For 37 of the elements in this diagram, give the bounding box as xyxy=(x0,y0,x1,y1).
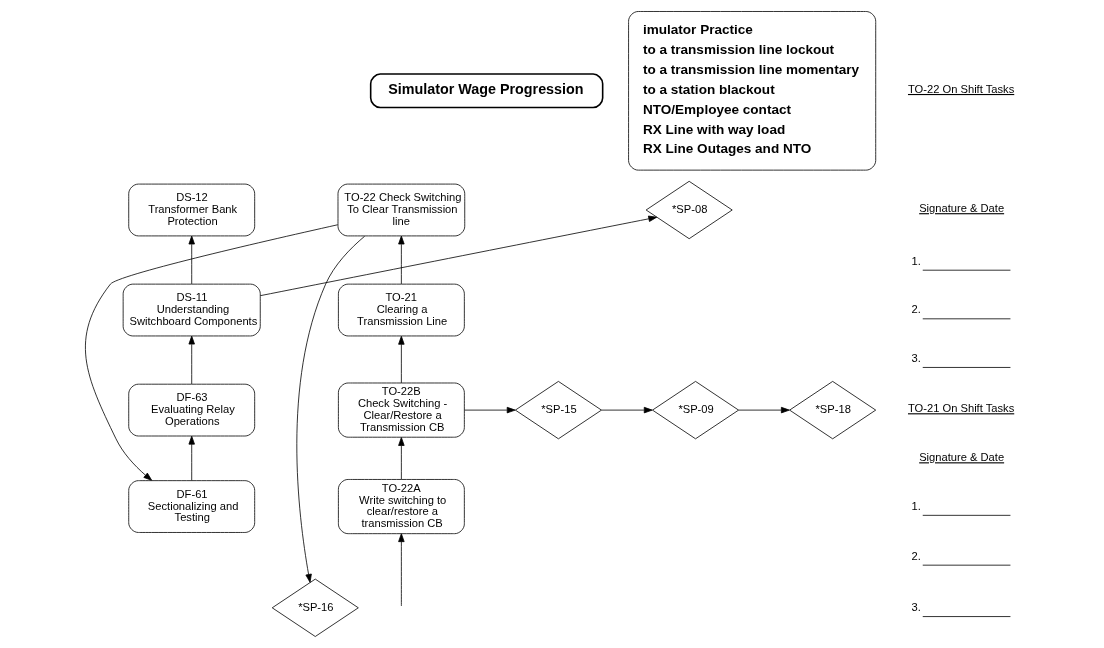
node-box: imulator Practice to a transmission line lockout to a transmission line momentary to a station blackout NTO/Employee contact RX Line with way load RX Line Outages and NTO xyxy=(628,11,877,171)
arrow xyxy=(601,406,653,414)
node-box: DF-63 Evaluating Relay Operations xyxy=(128,383,256,437)
node-box: TO-22A Write switching to clear/restore a transmission CB xyxy=(338,479,465,535)
label: 3. xyxy=(911,601,921,614)
node-box: TO-21 Clearing a Transmission Line xyxy=(338,283,465,337)
node-box: TO-22 Check Switching To Clear Transmission line xyxy=(337,183,466,237)
node-diamond: *SP-16 xyxy=(271,578,359,637)
arrow xyxy=(188,235,195,285)
node-box: TO-22B Check Switching - Clear/Restore a Transmission CB xyxy=(338,382,465,438)
arrow xyxy=(188,435,195,481)
arrow xyxy=(398,533,405,607)
label: Signature & Date xyxy=(919,451,1005,464)
label: TO-22 On Shift Tasks xyxy=(908,82,1015,95)
node-box: Simulator Wage Progression xyxy=(369,73,604,109)
arrow xyxy=(188,335,195,385)
arrow xyxy=(398,235,405,285)
arrow xyxy=(259,215,658,297)
arrow xyxy=(398,437,405,480)
node-box: DS-12 Transformer Bank Protection xyxy=(128,183,256,237)
label: 1. xyxy=(911,254,921,267)
arrow xyxy=(85,224,339,481)
arrow xyxy=(738,406,790,414)
label: 2. xyxy=(911,549,921,562)
arrow xyxy=(296,235,366,583)
node-diamond: *SP-09 xyxy=(652,381,739,440)
node-box: DS-11 Understanding Switchboard Components xyxy=(122,283,261,337)
arrow xyxy=(398,335,405,384)
label: 1. xyxy=(911,499,921,512)
label: 2. xyxy=(911,303,921,316)
node-box: DF-61 Sectionalizing and Testing xyxy=(128,480,256,533)
arrow xyxy=(464,406,516,414)
label: 3. xyxy=(911,352,921,365)
label: Signature & Date xyxy=(919,202,1005,215)
node-diamond: *SP-18 xyxy=(789,381,877,440)
label: TO-21 On Shift Tasks xyxy=(908,402,1015,415)
node-diamond: *SP-15 xyxy=(514,381,602,440)
